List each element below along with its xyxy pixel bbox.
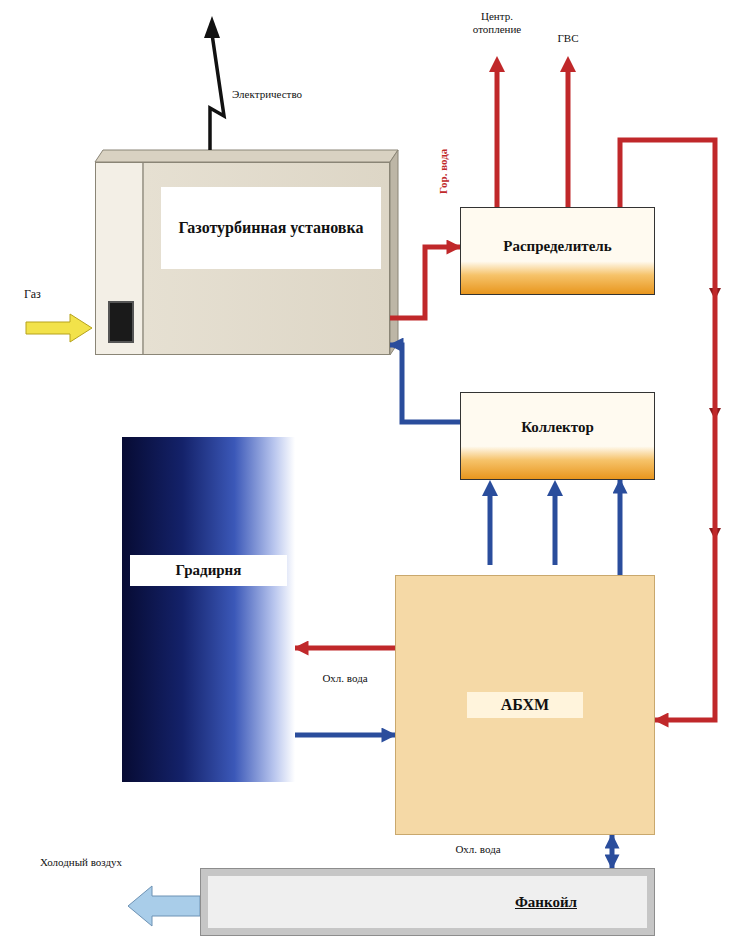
cold-air-arrow	[128, 886, 200, 926]
lightning-arrow	[210, 34, 224, 150]
return-pipe	[488, 494, 493, 565]
pipe-label: Охл. вода	[438, 843, 518, 856]
node-label: АБХМ	[467, 692, 583, 718]
collector-box: Коллектор	[460, 392, 655, 480]
node-label: Фанкойл	[208, 876, 647, 928]
return-head	[482, 480, 498, 496]
gas-arrow	[26, 314, 92, 342]
hot-water-head	[560, 56, 576, 72]
node-label: Газотурбинная установка	[161, 187, 381, 269]
output-label: Центр. отопление	[462, 10, 532, 35]
return-head	[547, 480, 563, 496]
pipe-connector	[618, 480, 623, 575]
pipe-connector	[610, 835, 615, 868]
output-label: Холодный воздух	[36, 856, 126, 869]
control-panel	[108, 301, 134, 343]
node-label: Распределитель	[503, 238, 611, 255]
pipe-connector	[295, 646, 395, 651]
turbine-top	[95, 150, 398, 162]
heating-pipe	[495, 70, 500, 207]
pipe-label: Охл. вода	[315, 672, 375, 685]
pipe-connector	[390, 345, 460, 422]
return-pipe	[553, 494, 558, 565]
hot-water-pipe	[566, 70, 571, 207]
pipe-connector	[295, 733, 395, 738]
cooling-tower: Градирня	[122, 437, 295, 782]
pipe-connector	[390, 247, 460, 318]
node-label: Коллектор	[521, 419, 594, 436]
pipe-label: Гор. вода	[437, 136, 450, 206]
output-label: Электричество	[232, 88, 342, 101]
node-label: Градирня	[130, 555, 287, 586]
absorption-chiller: АБХМ	[395, 575, 655, 835]
turbine-side	[390, 150, 398, 355]
fan-coil: Фанкойл	[200, 868, 655, 936]
output-label: ГВС	[543, 32, 593, 45]
distributor-box: Распределитель	[460, 207, 655, 295]
heating-head	[489, 56, 505, 72]
lightning-head	[204, 16, 220, 38]
input-label: Газ	[24, 288, 64, 302]
turbine-box: Газотурбинная установка	[95, 162, 390, 355]
